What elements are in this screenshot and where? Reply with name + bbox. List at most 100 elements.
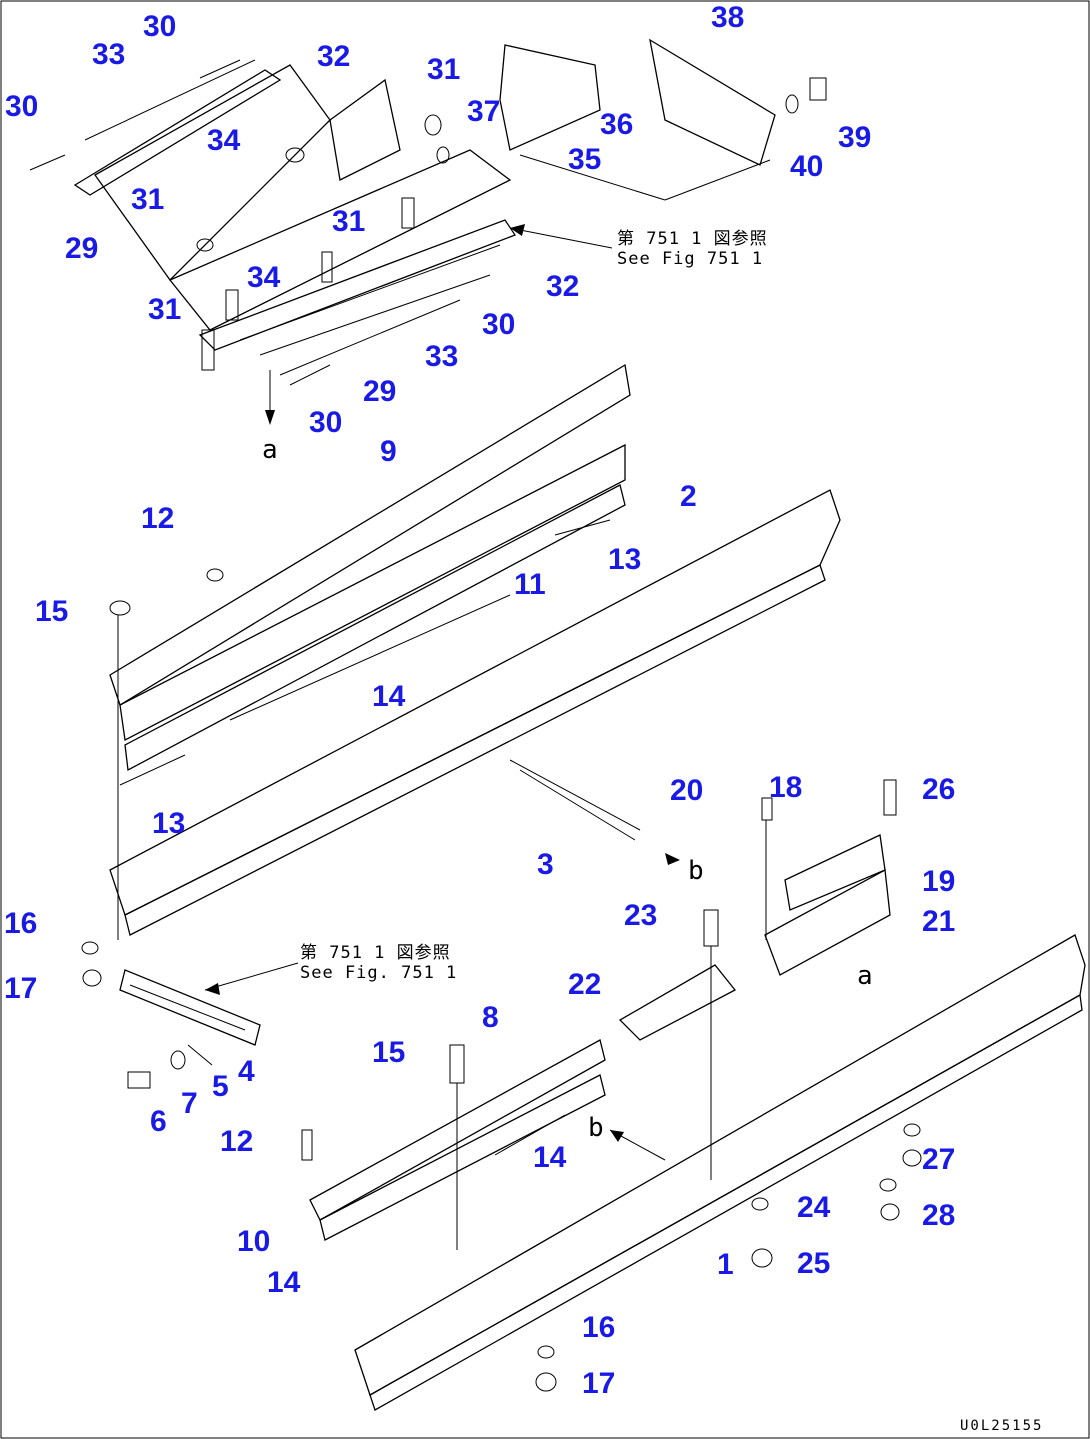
arrow-b-low-head — [610, 1130, 624, 1142]
washer-16a — [81, 941, 99, 955]
ref-arrow-top-line — [509, 227, 613, 249]
leader-38 — [519, 154, 666, 201]
callout-7: 7 — [181, 1087, 198, 1120]
callout-29a: 29 — [65, 232, 99, 265]
callout-24: 24 — [797, 1191, 831, 1224]
pin-5 — [187, 1044, 213, 1066]
marker-b-mid: b — [688, 856, 704, 886]
marker-a-mid: a — [857, 961, 873, 991]
washer-27a — [903, 1123, 921, 1137]
callout-16b: 16 — [582, 1311, 616, 1344]
ref-arrow-top-head — [510, 224, 525, 236]
middle-rail-assembly — [109, 363, 841, 940]
strip-32-lower — [198, 219, 516, 351]
strip-33-lower — [259, 274, 491, 356]
main-frame-2 — [109, 489, 841, 916]
callout-28: 28 — [922, 1199, 956, 1232]
bolt-31a — [424, 114, 442, 136]
callout-21: 21 — [922, 905, 956, 938]
callout-12b: 12 — [220, 1125, 254, 1158]
strip-30-lower — [239, 244, 501, 341]
callout-37: 37 — [467, 95, 501, 128]
callout-10: 10 — [237, 1225, 271, 1258]
callout-31c: 31 — [332, 205, 366, 238]
callout-17a: 17 — [4, 972, 38, 1005]
callout-32a: 32 — [317, 40, 351, 73]
nut-17b — [535, 1372, 557, 1392]
callout-2: 2 — [680, 480, 697, 513]
nut-28 — [880, 1203, 900, 1221]
bolt-31d — [225, 289, 239, 321]
bolt-12b — [301, 1129, 313, 1161]
callout-15b: 15 — [372, 1036, 406, 1069]
bolt-37 — [436, 146, 450, 164]
callout-16a: 16 — [4, 907, 38, 940]
cover-38 — [649, 38, 776, 166]
callout-40: 40 — [790, 150, 824, 183]
bolt-39 — [809, 77, 827, 101]
bolt-34b — [321, 251, 333, 283]
figure-id: U0L25155 — [960, 1418, 1044, 1434]
callout-23: 23 — [624, 899, 658, 932]
right-panels — [618, 779, 897, 1180]
bolt-12-top — [206, 568, 224, 582]
strip-30-top — [199, 59, 241, 79]
strip-13-top — [554, 519, 611, 536]
bolt-15b — [449, 1044, 465, 1084]
rail-9 — [109, 363, 631, 706]
strip-30-bottom — [289, 364, 331, 386]
callout-34b: 34 — [247, 261, 281, 294]
callout-13b: 13 — [152, 807, 186, 840]
marker-a-top: a — [262, 435, 278, 465]
strip-29-lower — [279, 299, 461, 376]
callout-34a: 34 — [207, 124, 241, 157]
rod-3b — [519, 769, 636, 841]
callout-20: 20 — [670, 774, 704, 807]
callout-14a: 14 — [372, 680, 406, 713]
callout-14b: 14 — [533, 1141, 567, 1174]
strip-33-top — [73, 69, 282, 196]
callout-31d: 31 — [148, 293, 182, 326]
ref-bottom-line-0: 第 751 1 図参照 — [300, 943, 451, 963]
callout-4: 4 — [238, 1055, 255, 1088]
callout-17b: 17 — [582, 1367, 616, 1400]
callout-30b: 30 — [5, 90, 39, 123]
bolt-31c — [401, 197, 415, 229]
callout-8: 8 — [482, 1001, 499, 1034]
callout-31a: 31 — [427, 53, 461, 86]
strip-13-bottom — [119, 754, 186, 786]
bracket-35-36 — [499, 44, 601, 151]
strip-14b — [494, 1114, 566, 1156]
rail-10 — [319, 1074, 606, 1241]
ref-arrow-bottom-line — [204, 962, 299, 991]
bolt-20 — [761, 797, 773, 821]
washer-16b — [537, 1345, 555, 1359]
ref-arrow-bottom-head — [205, 983, 220, 995]
callout-29b: 29 — [363, 375, 397, 408]
callout-15a: 15 — [35, 595, 69, 628]
bolt-6 — [127, 1071, 151, 1089]
callout-39: 39 — [838, 121, 872, 154]
top-cover-assembly — [29, 38, 827, 425]
washer-28 — [879, 1178, 897, 1192]
callout-33a: 33 — [92, 38, 126, 71]
arrow-b-head — [665, 853, 680, 865]
callout-33b: 33 — [425, 340, 459, 373]
ref-top-line-0: 第 751 1 図参照 — [617, 229, 768, 249]
main-frame-2-lower — [124, 564, 826, 936]
rail-11 — [119, 443, 626, 741]
frame-1-lower — [369, 993, 1083, 1411]
callout-13a: 13 — [608, 543, 642, 576]
ref-bottom-line-1: See Fig. 751 1 — [300, 963, 458, 983]
callout-30c: 30 — [482, 308, 516, 341]
callout-27: 27 — [922, 1143, 956, 1176]
callout-38: 38 — [711, 1, 745, 34]
bracket-4-line — [129, 984, 246, 1031]
callout-1: 1 — [717, 1248, 734, 1281]
nut-25 — [751, 1248, 773, 1268]
washer-24 — [751, 1197, 769, 1211]
bolt-15-head — [109, 600, 131, 616]
rail-11-lower — [124, 484, 626, 772]
